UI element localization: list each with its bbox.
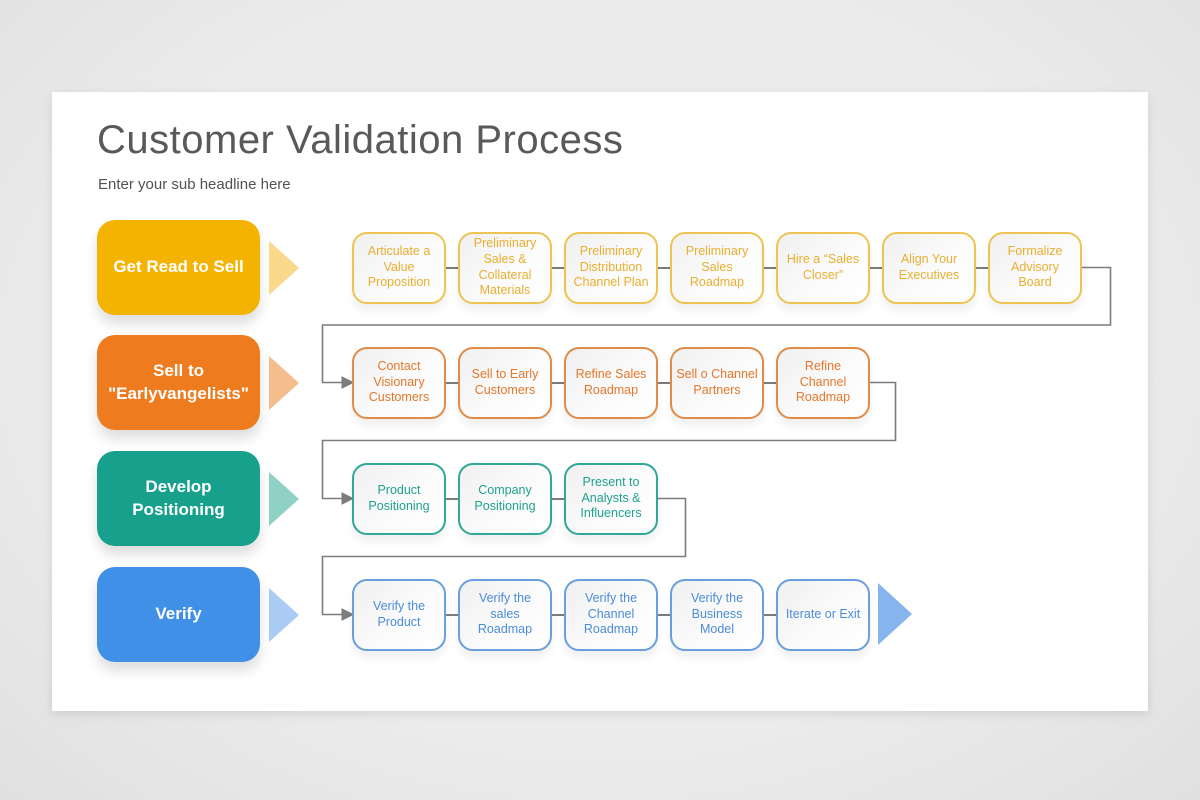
page-subtitle: Enter your sub headline here [98,176,291,193]
step-box: Iterate or Exit [776,578,870,651]
step-box: Preliminary Sales & Collateral Materials [458,231,552,304]
row-label: Get Read to Sell [97,220,260,315]
step-box: Preliminary Sales Roadmap [670,231,764,304]
step-link [658,266,670,269]
step-box: Contact Visionary Customers [352,346,446,419]
step-link [446,266,458,269]
row-develop-positioning: Develop Positioning Product Positioning … [52,451,1148,546]
step-box: Formalize Advisory Board [988,231,1082,304]
step-link [552,381,564,384]
row-label: Develop Positioning [97,451,260,546]
step-link [658,381,670,384]
flow-end-arrow-icon [878,583,912,645]
step-box: Sell to Early Customers [458,346,552,419]
step-box: Articulate a Value Proposition [352,231,446,304]
step-link [552,613,564,616]
slide-canvas: Customer Validation Process Enter your s… [52,92,1148,711]
step-box: Verify the Channel Roadmap [564,578,658,651]
row-arrow-icon [269,587,299,642]
step-box: Verify the Business Model [670,578,764,651]
step-link [870,266,882,269]
step-box: Verify the Product [352,578,446,651]
step-link [446,613,458,616]
step-box: Product Positioning [352,462,446,535]
step-track: Product Positioning Company Positioning … [352,462,658,535]
row-get-ready-to-sell: Get Read to Sell Articulate a Value Prop… [52,220,1148,315]
step-box: Present to Analysts & Influencers [564,462,658,535]
step-link [764,613,776,616]
step-box: Company Positioning [458,462,552,535]
step-link [764,266,776,269]
step-link [446,381,458,384]
step-box: Hire a “Sales Closer” [776,231,870,304]
step-box: Sell o Channel Partners [670,346,764,419]
step-box: Preliminary Distribution Channel Plan [564,231,658,304]
step-track: Verify the Product Verify the sales Road… [352,578,870,651]
step-track: Contact Visionary Customers Sell to Earl… [352,346,870,419]
row-label: Verify [97,567,260,662]
step-track: Articulate a Value Proposition Prelimina… [352,231,1082,304]
step-link [552,266,564,269]
row-arrow-icon [269,240,299,295]
row-label: Sell to "Earlyvangelists" [97,335,260,430]
step-link [446,497,458,500]
step-link [552,497,564,500]
page-title: Customer Validation Process [97,118,624,162]
row-sell-to-earlyvangelists: Sell to "Earlyvangelists" Contact Vision… [52,335,1148,430]
row-arrow-icon [269,355,299,410]
step-link [976,266,988,269]
step-box: Refine Channel Roadmap [776,346,870,419]
step-link [764,381,776,384]
step-box: Refine Sales Roadmap [564,346,658,419]
row-arrow-icon [269,471,299,526]
step-link [658,613,670,616]
row-verify: Verify Verify the Product Verify the sal… [52,567,1148,662]
step-box: Align Your Executives [882,231,976,304]
step-box: Verify the sales Roadmap [458,578,552,651]
